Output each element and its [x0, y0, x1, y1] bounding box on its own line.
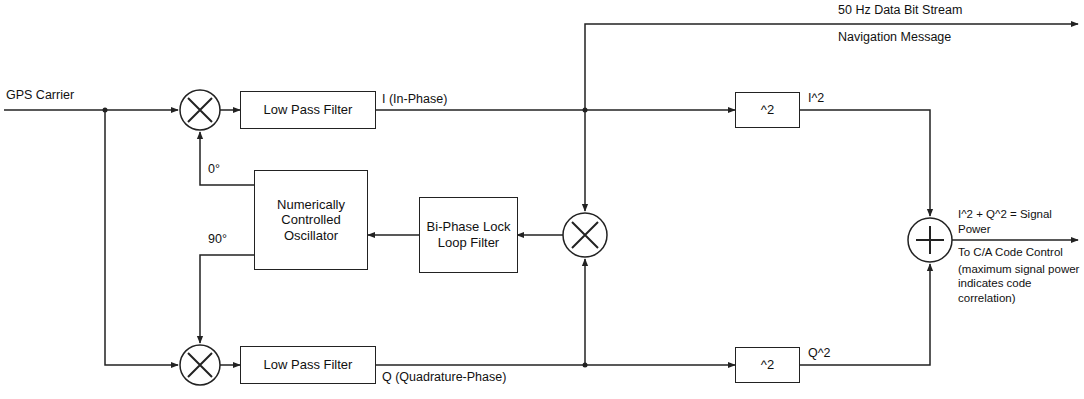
square-box: ^2: [735, 347, 800, 383]
box-text: Low Pass Filter: [264, 357, 353, 373]
signal-label: I^2: [808, 91, 824, 107]
phase-label: 0°: [208, 162, 220, 178]
phase-label: 90°: [208, 232, 227, 248]
square-box: ^2: [735, 92, 800, 128]
input-label: GPS Carrier: [6, 88, 74, 104]
oscillator-box: Numerically Controlled Oscillator: [254, 170, 368, 270]
signal-arrow: [376, 109, 735, 111]
loop-filter-box: Bi-Phase Lock Loop Filter: [419, 197, 518, 273]
box-text: Bi-Phase Lock Loop Filter: [425, 219, 512, 250]
filter-box: Low Pass Filter: [240, 91, 376, 129]
output-label: 50 Hz Data Bit Stream: [838, 3, 962, 19]
filter-box: Low Pass Filter: [240, 346, 376, 384]
box-text: ^2: [761, 357, 774, 373]
output-label: To C/A Code Control: [958, 245, 1082, 259]
mixer-symbol: [180, 90, 220, 130]
signal-arrow: [376, 364, 735, 366]
mixer-symbol: [563, 213, 607, 257]
signal-label: Q (Quadrature-Phase): [382, 370, 506, 386]
box-text: ^2: [761, 102, 774, 118]
output-label: Navigation Message: [838, 30, 951, 46]
box-text: Numerically Controlled Oscillator: [260, 197, 362, 244]
output-label: I^2 + Q^2 = Signal Power: [958, 207, 1082, 236]
box-text: Low Pass Filter: [264, 102, 353, 118]
signal-label: I (In-Phase): [382, 92, 447, 108]
signal-arrow: [368, 234, 419, 236]
mixer-symbol: [180, 345, 220, 385]
note-label: (maximum signal power indicates code cor…: [958, 262, 1082, 305]
signal-label: Q^2: [808, 346, 831, 362]
summer-symbol: [908, 218, 952, 262]
